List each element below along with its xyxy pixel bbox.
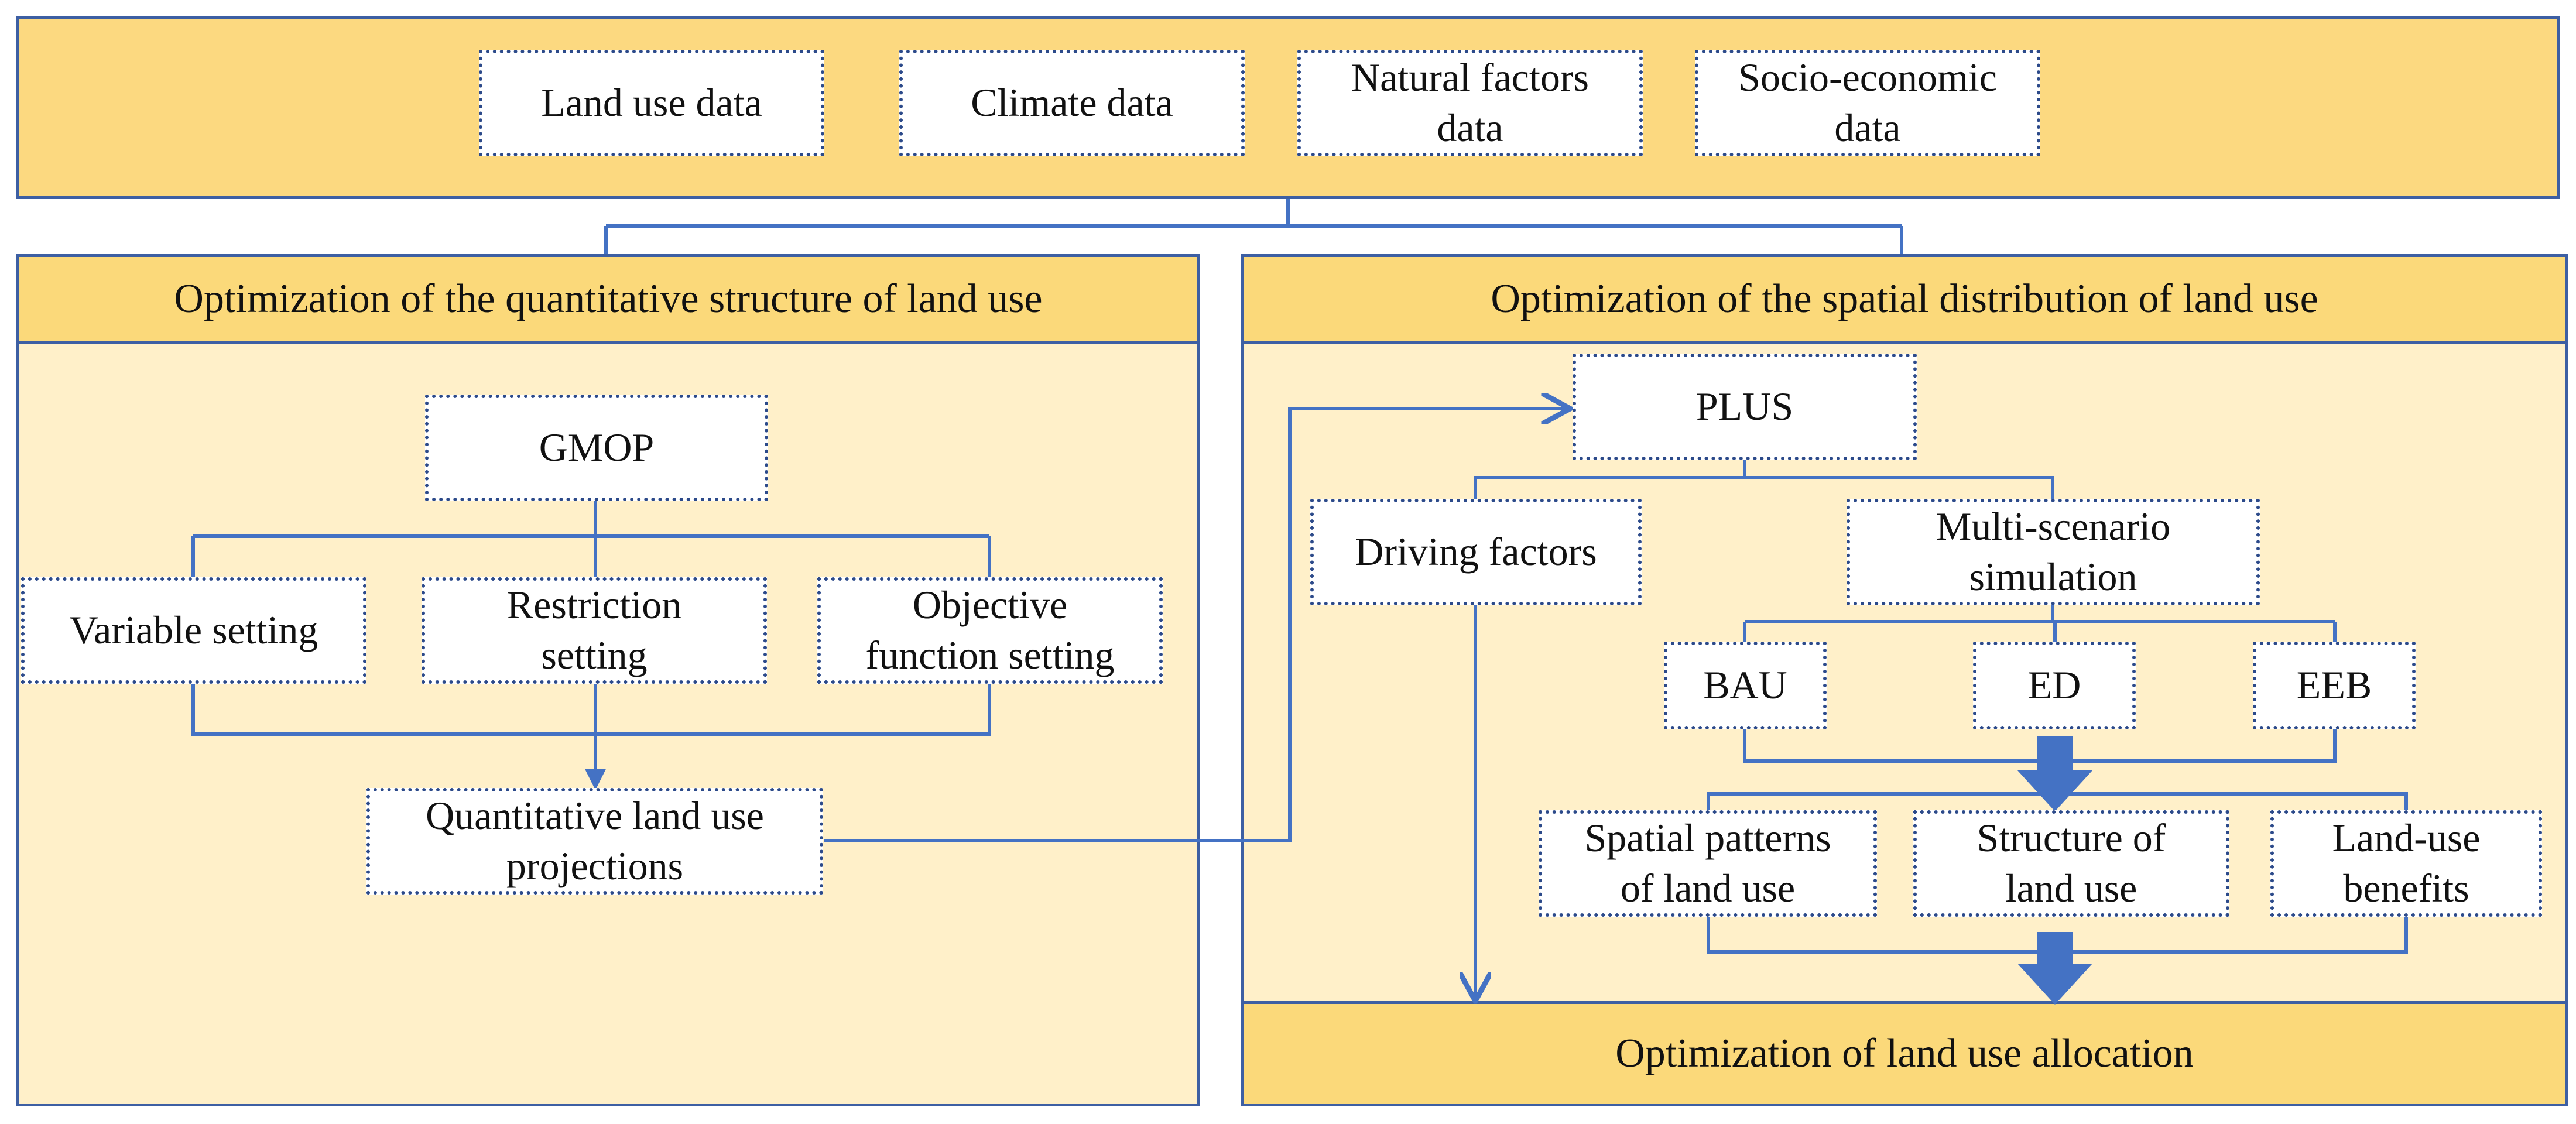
restriction-setting-line2: setting — [541, 633, 648, 677]
socio-economic-data-box: Socio-economic data — [1695, 50, 2040, 156]
quantitative-projections-box: Quantitative land use projections — [366, 788, 823, 895]
socio-economic-label-line1: Socio-economic — [1738, 55, 1997, 100]
eeb-box: EEB — [2253, 642, 2416, 729]
variable-setting-label: Variable setting — [69, 608, 318, 653]
restriction-setting-line1: Restriction — [506, 582, 682, 628]
structure-of-land-use-line2: land use — [2005, 866, 2137, 910]
top-split-connector — [604, 199, 1903, 254]
land-use-data-box: Land use data — [479, 50, 824, 156]
land-use-data-label: Land use data — [541, 80, 762, 125]
bau-label: BAU — [1703, 663, 1787, 708]
land-use-benefits-line2: benefits — [2343, 866, 2469, 910]
ed-label: ED — [2027, 663, 2081, 708]
quantitative-projections-line2: projections — [506, 844, 684, 888]
objective-function-line2: function setting — [865, 633, 1115, 677]
structure-of-land-use-line1: Structure of — [1976, 815, 2166, 861]
restriction-setting-box: Restriction setting — [422, 577, 767, 684]
variable-setting-box: Variable setting — [21, 577, 366, 684]
spatial-distribution-header: Optimization of the spatial distribution… — [1244, 257, 2565, 344]
ed-box: ED — [1973, 642, 2136, 729]
land-use-allocation-bar: Optimization of land use allocation — [1244, 1001, 2565, 1104]
multi-scenario-line2: simulation — [1969, 554, 2137, 599]
input-data-panel: Land use data Climate data Natural facto… — [16, 16, 2560, 199]
natural-factors-data-box: Natural factors data — [1297, 50, 1643, 156]
multi-scenario-box: Multi-scenario simulation — [1847, 499, 2260, 605]
objective-function-line1: Objective — [912, 582, 1068, 628]
climate-data-label: Climate data — [971, 80, 1173, 125]
natural-factors-label-line2: data — [1437, 105, 1503, 150]
gmop-label: GMOP — [539, 425, 655, 470]
quantitative-structure-title: Optimization of the quantitative structu… — [174, 276, 1043, 321]
spatial-patterns-line1: Spatial patterns — [1584, 815, 1831, 861]
bau-box: BAU — [1664, 642, 1827, 729]
natural-factors-label-line1: Natural factors — [1351, 55, 1589, 100]
driving-factors-label: Driving factors — [1355, 529, 1597, 574]
spatial-patterns-line2: of land use — [1620, 866, 1796, 910]
land-use-benefits-box: Land-use benefits — [2270, 810, 2542, 917]
multi-scenario-line1: Multi-scenario — [1936, 504, 2171, 549]
plus-box: PLUS — [1573, 354, 1917, 460]
quantitative-structure-header: Optimization of the quantitative structu… — [19, 257, 1197, 344]
spatial-patterns-box: Spatial patterns of land use — [1539, 810, 1877, 917]
quantitative-projections-line1: Quantitative land use — [426, 793, 764, 838]
socio-economic-label-line2: data — [1834, 105, 1901, 150]
driving-factors-box: Driving factors — [1310, 499, 1642, 605]
structure-of-land-use-box: Structure of land use — [1913, 810, 2229, 917]
climate-data-box: Climate data — [899, 50, 1245, 156]
objective-function-box: Objective function setting — [817, 577, 1163, 684]
land-use-allocation-label: Optimization of land use allocation — [1615, 1031, 2194, 1076]
land-use-benefits-line1: Land-use — [2332, 815, 2481, 861]
spatial-distribution-title: Optimization of the spatial distribution… — [1491, 276, 2318, 321]
plus-label: PLUS — [1695, 384, 1794, 429]
gmop-box: GMOP — [425, 395, 768, 501]
eeb-label: EEB — [2296, 663, 2372, 708]
